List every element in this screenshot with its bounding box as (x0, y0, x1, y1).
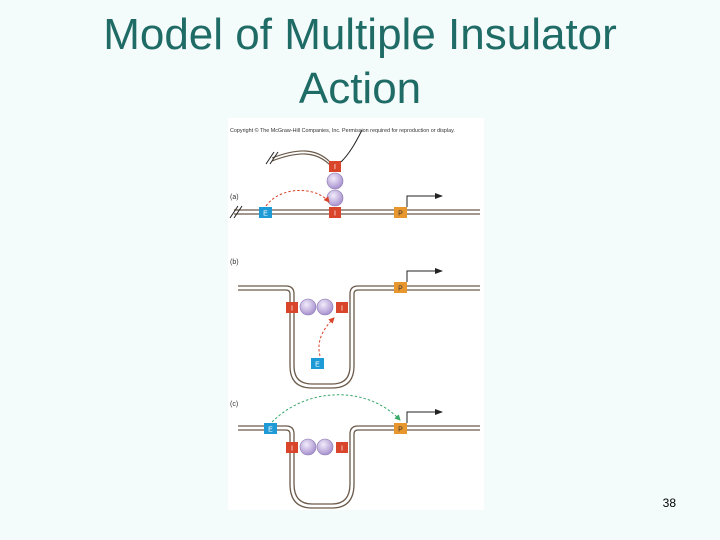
page-number: 38 (662, 496, 676, 510)
panel-a-protein-2 (326, 189, 344, 207)
panel-a-upper-dna-1 (271, 150, 331, 163)
panel-b: (b) I I E P (230, 259, 480, 389)
panel-a-tether-line (340, 129, 363, 163)
panel-b-left-insulator (286, 302, 298, 313)
panel-b-enhancer (311, 358, 324, 369)
panel-b-left-insulator-label: I (291, 306, 293, 313)
title-line-1: Model of Multiple Insulator (103, 10, 617, 59)
panel-c-protein-1 (299, 438, 317, 456)
panel-b-right-insulator (336, 302, 348, 313)
panel-b-enhancer-label: E (315, 362, 320, 369)
panel-b-promoter (394, 282, 407, 293)
panel-b-protein-2 (316, 298, 334, 316)
panel-a-break-mark-2 (269, 151, 279, 165)
panel-b-dna-strand-2 (238, 289, 480, 389)
panel-c-activation-arrow (271, 394, 401, 423)
panel-b-dna-strand-1 (238, 285, 480, 385)
panel-b-blocked-arrow (318, 317, 335, 357)
panel-a-label: (a) (230, 194, 239, 201)
panel-a-upper-dna-2 (271, 153, 331, 166)
panel-a-enhancer (259, 207, 272, 218)
slide-title: Model of Multiple Insulator Action (0, 8, 720, 116)
panel-a-promoter (394, 207, 407, 218)
panel-a-protein-1 (326, 172, 344, 190)
panel-c-left-insulator (286, 442, 298, 453)
panel-b-right-insulator-label: I (341, 306, 343, 313)
panel-a-lower-insulator-label: I (334, 211, 336, 218)
panel-c-enhancer-label: E (268, 427, 273, 434)
panel-c-promoter-label: P (398, 427, 403, 434)
panel-a: I (a) E I P (229, 129, 480, 219)
panel-c-right-insulator (336, 442, 348, 453)
panel-a-blocked-arrow (265, 190, 330, 207)
panel-c-transcription-arrow (406, 409, 443, 423)
panel-a-transcription-arrow (406, 193, 443, 207)
panel-c-dna-strand-1 (238, 425, 480, 505)
panel-a-upper-insulator-label: I (334, 164, 336, 171)
panel-a-break-mark-4 (233, 205, 243, 219)
panel-b-transcription-arrow (406, 268, 443, 282)
panel-c: (c) E I I P (230, 394, 480, 509)
insulator-figure: Copyright © The McGraw-Hill Companies, I… (228, 118, 484, 510)
title-line-2: Action (298, 64, 422, 113)
panel-a-break-mark-1 (265, 151, 275, 165)
panel-a-enhancer-label: E (263, 211, 268, 218)
panel-a-promoter-label: P (398, 211, 403, 218)
panel-c-enhancer (264, 423, 277, 434)
insulator-diagram: Copyright © The McGraw-Hill Companies, I… (229, 127, 480, 509)
panel-b-protein-1 (299, 298, 317, 316)
copyright-text: Copyright © The McGraw-Hill Companies, I… (230, 127, 455, 134)
panel-a-break-mark-3 (229, 205, 239, 219)
panel-a-upper-insulator (329, 161, 341, 172)
panel-b-promoter-label: P (398, 286, 403, 293)
panel-c-label: (c) (230, 401, 238, 408)
panel-c-promoter (394, 423, 407, 434)
panel-b-label: (b) (230, 259, 239, 266)
panel-c-left-insulator-label: I (291, 446, 293, 453)
panel-c-right-insulator-label: I (341, 446, 343, 453)
panel-c-protein-2 (316, 438, 334, 456)
panel-c-dna-strand-2 (238, 429, 480, 509)
panel-a-lower-insulator (329, 207, 341, 218)
